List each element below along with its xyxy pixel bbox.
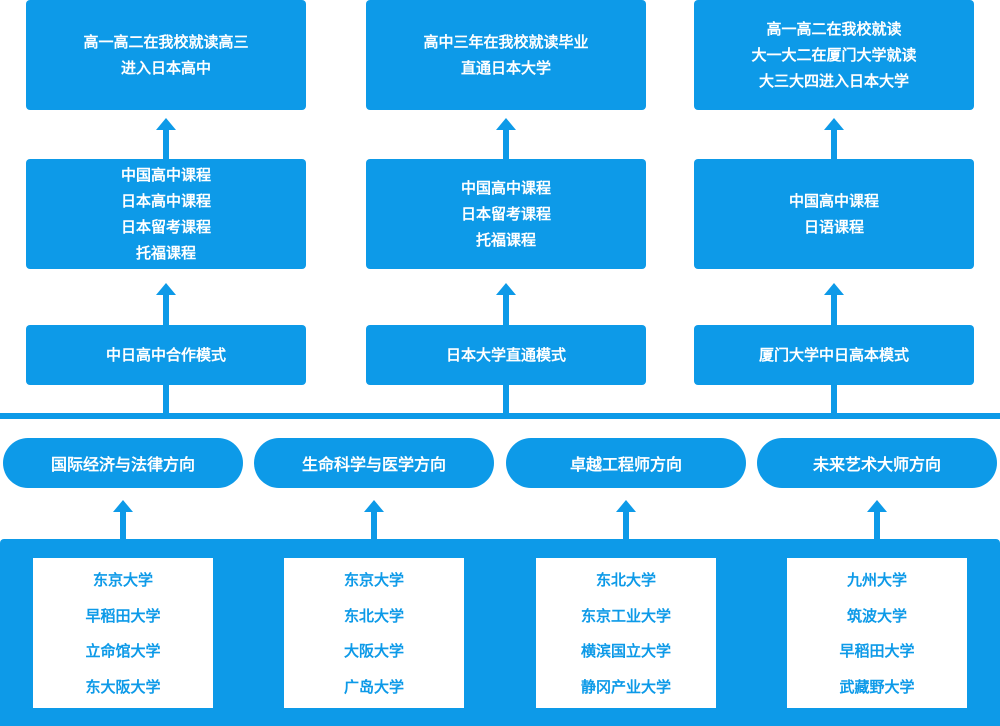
connector-line: [831, 385, 837, 415]
outcome-box-3: 高一高二在我校就读 大一大二在厦门大学就读 大三大四进入日本大学: [694, 0, 974, 110]
direction-pill-2: 生命科学与医学方向: [254, 438, 494, 488]
university-name: 东北大学: [343, 606, 404, 625]
direction-label: 国际经济与法律方向: [50, 455, 195, 474]
mode-label: 厦门大学中日高本模式: [758, 346, 909, 364]
direction-pill-1: 国际经济与法律方向: [3, 438, 243, 488]
mode-label: 日本大学直通模式: [445, 346, 566, 364]
university-card-1: 东京大学 早稻田大学 立命馆大学 东大阪大学: [33, 558, 213, 708]
direction-pill-3: 卓越工程师方向: [506, 438, 746, 488]
up-arrow-icon: [496, 283, 516, 325]
course-item: 中国高中课程: [460, 179, 551, 197]
connector-line: [503, 385, 509, 415]
course-item: 中国高中课程: [788, 192, 879, 210]
up-arrow-icon: [496, 118, 516, 159]
outcome-line: 大三大四进入日本大学: [758, 72, 909, 90]
course-item: 日本留考课程: [460, 205, 551, 223]
up-arrow-icon: [867, 500, 887, 540]
up-arrow-icon: [616, 500, 636, 540]
outcome-box-1: 高一高二在我校就读高三 进入日本高中: [26, 0, 306, 110]
university-name: 静冈产业大学: [580, 677, 671, 696]
horizontal-divider-bar: [0, 413, 1000, 419]
up-arrow-icon: [824, 118, 844, 159]
mode-box-3: 厦门大学中日高本模式: [694, 325, 974, 385]
university-card-2: 东京大学 东北大学 大阪大学 广岛大学: [284, 558, 464, 708]
university-name: 武藏野大学: [839, 677, 915, 696]
up-arrow-icon: [824, 283, 844, 325]
direction-label: 卓越工程师方向: [569, 455, 682, 474]
university-card-4: 九州大学 筑波大学 早稻田大学 武藏野大学: [787, 558, 967, 708]
university-name: 东大阪大学: [85, 677, 161, 696]
up-arrow-icon: [364, 500, 384, 540]
university-name: 筑波大学: [846, 606, 907, 625]
university-name: 横滨国立大学: [580, 642, 671, 661]
outcome-line: 直通日本大学: [460, 59, 551, 77]
university-name: 东京工业大学: [580, 606, 671, 625]
university-card-3: 东北大学 东京工业大学 横滨国立大学 静冈产业大学: [536, 558, 716, 708]
up-arrow-icon: [113, 500, 133, 540]
outcome-line: 高一高二在我校就读高三: [83, 33, 249, 51]
course-item: 日本留考课程: [120, 218, 211, 236]
mode-box-1: 中日高中合作模式: [26, 325, 306, 385]
university-name: 大阪大学: [343, 642, 404, 661]
university-name: 早稻田大学: [839, 642, 915, 661]
courses-box-1: 中国高中课程 日本高中课程 日本留考课程 托福课程: [26, 159, 306, 269]
course-item: 日本高中课程: [120, 192, 211, 210]
direction-label: 未来艺术大师方向: [812, 455, 941, 474]
university-name: 东北大学: [595, 571, 656, 590]
university-name: 早稻田大学: [85, 606, 161, 625]
direction-pill-4: 未来艺术大师方向: [757, 438, 997, 488]
university-name: 九州大学: [846, 571, 907, 590]
course-item: 托福课程: [135, 244, 196, 262]
course-item: 中国高中课程: [120, 166, 211, 184]
up-arrow-icon: [156, 118, 176, 159]
university-name: 东京大学: [343, 571, 404, 590]
outcome-box-2: 高中三年在我校就读毕业 直通日本大学: [366, 0, 646, 110]
courses-box-3: 中国高中课程 日语课程: [694, 159, 974, 269]
connector-line: [163, 385, 169, 415]
outcome-line: 大一大二在厦门大学就读: [751, 46, 917, 64]
outcome-line: 高中三年在我校就读毕业: [423, 33, 589, 51]
mode-box-2: 日本大学直通模式: [366, 325, 646, 385]
outcome-line: 高一高二在我校就读: [766, 20, 902, 38]
mode-label: 中日高中合作模式: [105, 346, 226, 364]
university-name: 立命馆大学: [85, 642, 161, 661]
courses-box-2: 中国高中课程 日本留考课程 托福课程: [366, 159, 646, 269]
up-arrow-icon: [156, 283, 176, 325]
course-item: 托福课程: [475, 231, 536, 249]
course-item: 日语课程: [803, 218, 864, 236]
outcome-line: 进入日本高中: [120, 59, 211, 77]
university-name: 广岛大学: [343, 677, 404, 696]
university-name: 东京大学: [92, 571, 153, 590]
direction-label: 生命科学与医学方向: [301, 455, 446, 474]
